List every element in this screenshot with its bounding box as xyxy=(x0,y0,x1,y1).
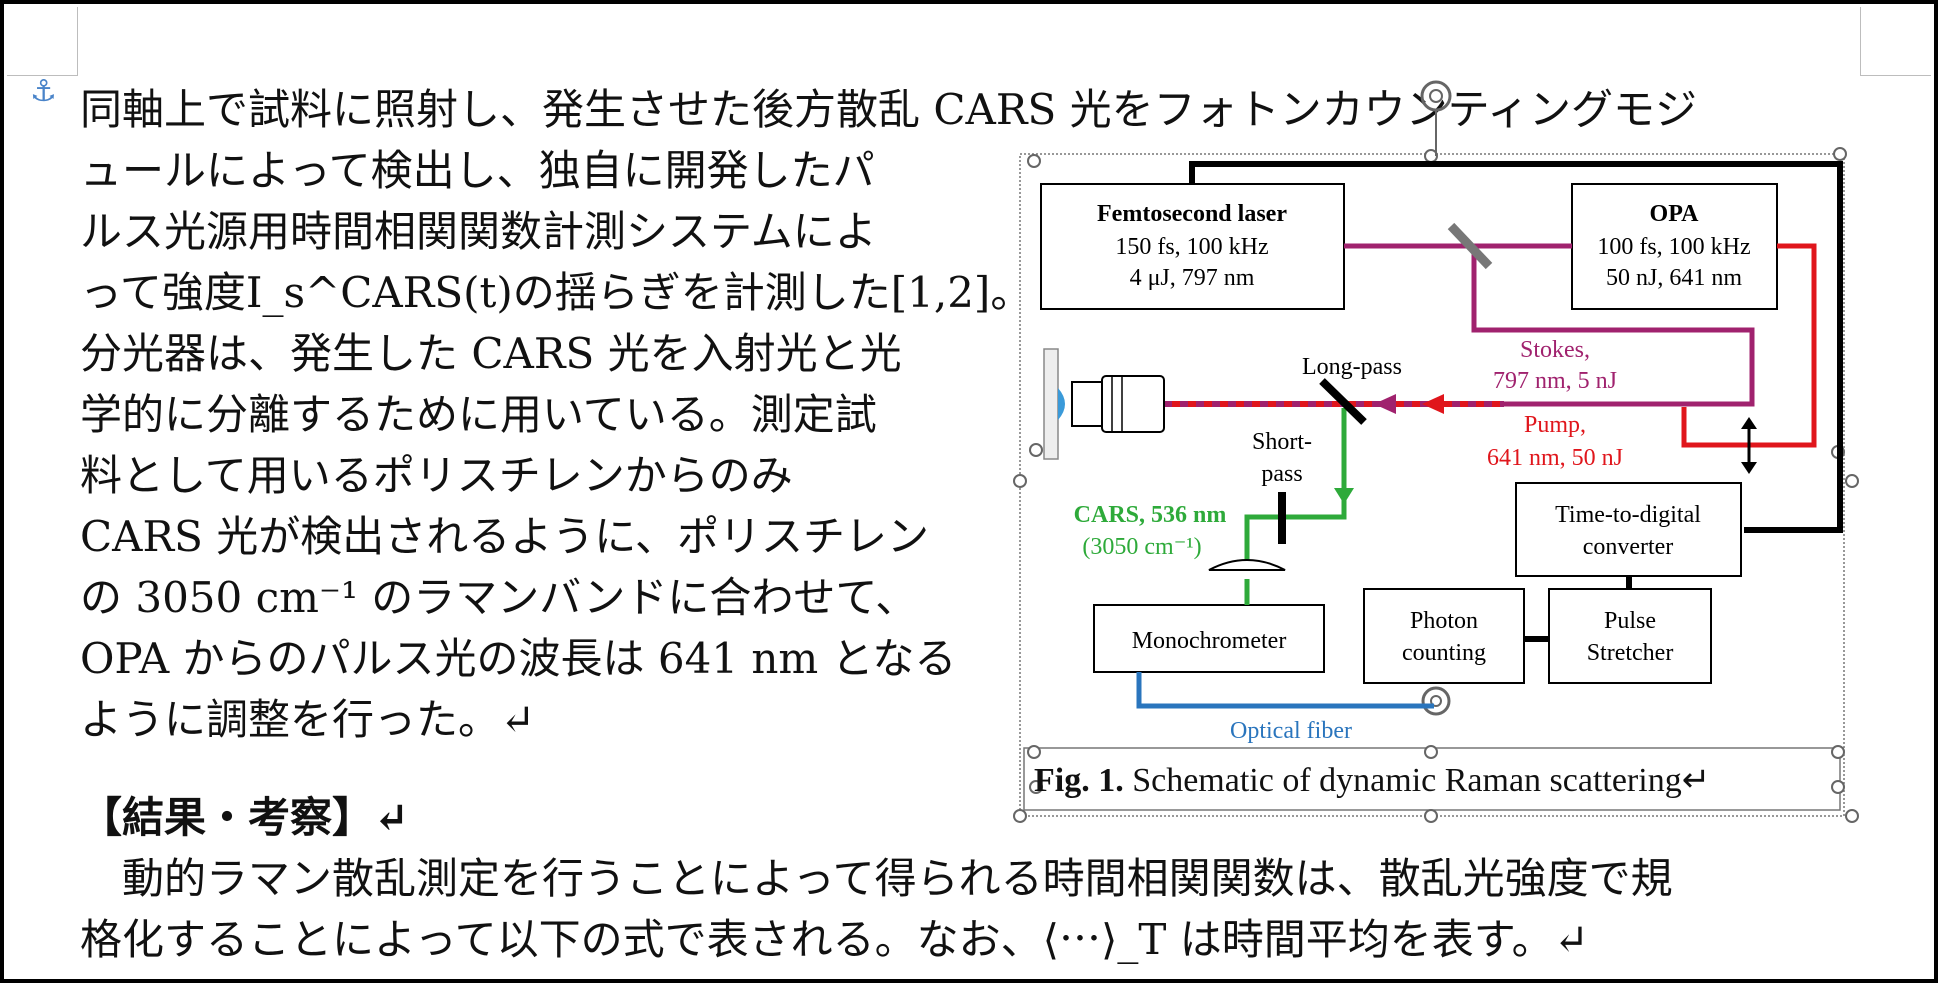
shortpass-label2: pass xyxy=(1261,461,1302,487)
section-heading: 【結果・考察】↵ xyxy=(80,793,410,842)
margin-corner-mark xyxy=(7,7,78,76)
tdc-box xyxy=(1515,482,1742,577)
mono-box xyxy=(1093,604,1325,673)
stokes-beam xyxy=(1344,243,1755,407)
cars-wavenumber: (3050 cm⁻¹) xyxy=(1082,534,1201,560)
component-boxes xyxy=(1040,183,1778,684)
longpass-label: Long-pass xyxy=(1302,354,1402,380)
pump-spec: 641 nm, 50 nJ xyxy=(1487,445,1623,471)
pump-beam xyxy=(1681,243,1817,448)
rotate-handle-icon[interactable] xyxy=(1421,686,1451,716)
laser-title: Femtosecond laser xyxy=(1097,201,1287,227)
result-line: 格化することによって以下の式で表される。なお、⟨⋯⟩_T は時間平均を表す。↵ xyxy=(80,915,1589,964)
fiber-label: Optical fiber xyxy=(1230,718,1352,744)
selection-handles[interactable] xyxy=(1013,147,1859,823)
cars-arrow-icon xyxy=(1334,488,1354,504)
photon-label: Photon xyxy=(1410,608,1478,634)
stokes-arrow-icon xyxy=(1374,394,1396,414)
photon-label2: counting xyxy=(1402,640,1486,666)
laser-spec1: 150 fs, 100 kHz xyxy=(1115,234,1268,260)
optical-fiber xyxy=(1136,672,1434,709)
pump-arrow-icon xyxy=(1422,394,1444,414)
objective-icon xyxy=(1071,375,1165,433)
tdc-label: Time-to-digital xyxy=(1555,502,1701,528)
pump-label: Pump, xyxy=(1524,412,1586,438)
stokes-label: Stokes, xyxy=(1520,337,1590,363)
stokes-spec: 797 nm, 5 nJ xyxy=(1493,368,1617,394)
laser-box xyxy=(1040,183,1345,310)
figure-caption: Fig. 1. Schematic of dynamic Raman scatt… xyxy=(1034,760,1710,800)
body-line: の 3050 cm⁻¹ のラマンバンドに合わせて、 xyxy=(80,573,918,622)
pulse-label2: Stretcher xyxy=(1587,640,1674,666)
mono-label: Monochrometer xyxy=(1132,628,1287,654)
schematic-figure[interactable]: Femtosecond laser 150 fs, 100 kHz 4 μJ, … xyxy=(4,4,1934,979)
opa-spec2: 50 nJ, 641 nm xyxy=(1606,265,1742,291)
result-line: 動的ラマン散乱測定を行うことによって得られる時間相関関数は、散乱光強度で規 xyxy=(80,854,1673,903)
caption-text: Schematic of dynamic Raman scattering↵ xyxy=(1123,762,1711,799)
opa-spec1: 100 fs, 100 kHz xyxy=(1597,234,1750,260)
laser-spec2: 4 μJ, 797 nm xyxy=(1130,265,1255,291)
anchor-icon[interactable]: ⚓ xyxy=(30,74,57,109)
pulse-box xyxy=(1548,588,1712,684)
photon-box xyxy=(1363,588,1525,684)
body-line: 学的に分離するために用いている。測定試 xyxy=(80,390,877,439)
lens-icon xyxy=(1208,559,1286,571)
sample-icon xyxy=(1043,348,1065,460)
body-line: ュールによって検出し、独自に開発したパ xyxy=(80,146,875,195)
longpass-filter-icon xyxy=(1319,378,1367,425)
shortpass-label: Short- xyxy=(1252,429,1312,455)
cars-beam xyxy=(1244,408,1347,605)
cars-label: CARS, 536 nm xyxy=(1074,502,1227,528)
body-line: 分光器は、発生した CARS 光を入射光と光 xyxy=(80,329,902,378)
body-line: ように調整を行った。↵ xyxy=(80,695,536,744)
caption-label: Fig. 1. xyxy=(1034,762,1124,799)
opa-box xyxy=(1571,183,1778,310)
body-line: って強度I_s^CARS(t)の揺らぎを計測した[1,2]。 xyxy=(80,268,1033,317)
body-line: OPA からのパルス光の波長は 641 nm となる xyxy=(80,634,957,683)
body-line: CARS 光が検出されるように、ポリスチレン xyxy=(80,512,929,561)
rotate-handle-icon[interactable] xyxy=(1420,80,1452,156)
body-line: 同軸上で試料に照射し、発生させた後方散乱 CARS 光をフォトンカウンティングモ… xyxy=(80,85,1698,134)
beam-splitter-icon xyxy=(1447,222,1493,270)
body-line: 料として用いるポリスチレンからのみ xyxy=(80,451,793,500)
pulse-label: Pulse xyxy=(1604,608,1656,634)
tdc-label2: converter xyxy=(1583,534,1674,560)
opa-title: OPA xyxy=(1650,201,1700,227)
body-line: ルス光源用時間相関関数計測システムによ xyxy=(80,207,877,256)
margin-corner-mark xyxy=(1860,7,1931,76)
